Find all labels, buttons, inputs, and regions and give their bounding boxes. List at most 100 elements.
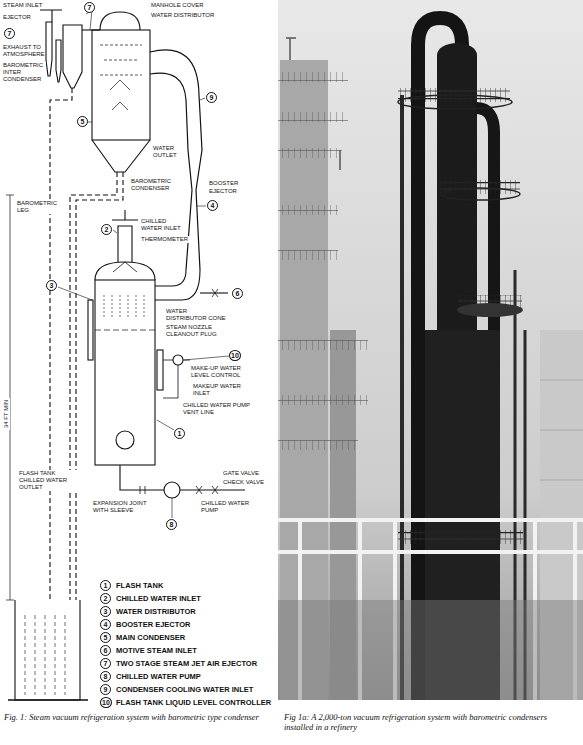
ejector-body — [56, 40, 61, 82]
valve-symbol — [196, 486, 218, 494]
outlet-pipe — [120, 465, 164, 490]
callout-number: 2 — [100, 593, 111, 604]
discharge-pipe — [180, 489, 245, 490]
booster-elbow — [155, 270, 200, 300]
callout-number: 4 — [100, 619, 111, 630]
drawing-stroke — [398, 95, 512, 109]
steam-pipe — [40, 10, 62, 22]
inter-condenser — [63, 25, 82, 88]
leader-line — [58, 287, 92, 300]
drawing-stroke — [278, 112, 348, 122]
inlet-pipe — [112, 210, 138, 220]
part-label: BOOSTER — [208, 180, 239, 187]
callout-number: 3 — [100, 606, 111, 617]
drawing-stroke — [440, 180, 520, 194]
legend-text: FLASH TANK — [116, 580, 163, 591]
drawing-stroke — [278, 340, 368, 350]
inlet-neck — [118, 226, 132, 262]
ejector-body — [46, 22, 52, 76]
callout-number: 4 — [207, 200, 218, 211]
legend-text: CHILLED WATER INLET — [116, 593, 201, 604]
schematic-drawing — [6, 10, 245, 700]
tower-railings — [278, 72, 368, 450]
legend-text: MOTIVE STEAM INLET — [116, 645, 197, 656]
legend-text: CHILLED WATER PUMP — [116, 671, 201, 682]
legend-text: FLASH TANK LIQUID LEVEL CONTROLLER — [116, 697, 271, 708]
leader-line — [184, 356, 229, 360]
part-label: WATER DISTRIBUTOR — [150, 12, 215, 19]
callout-number: 6 — [232, 288, 243, 299]
leader-line — [200, 98, 205, 100]
makeup-line — [183, 360, 190, 361]
expansion-joint — [140, 486, 145, 494]
barometric-leg — [76, 172, 123, 600]
part-label: EXHAUST TO ATMOSPHERE — [2, 44, 44, 58]
distributor-trays — [100, 45, 142, 75]
legend-text: WATER DISTRIBUTOR — [116, 606, 196, 617]
flash-tank-dome — [95, 262, 155, 280]
barometric-leg — [70, 172, 117, 600]
dimension-label: 34 FT MIN — [3, 398, 10, 430]
condenser-cone — [92, 140, 150, 172]
callout-number: 7 — [100, 658, 111, 669]
callout-number: 2 — [101, 224, 112, 235]
leader-line — [172, 498, 173, 518]
legend-text: BOOSTER EJECTOR — [116, 619, 190, 630]
drawing-stroke — [278, 440, 358, 450]
valve-symbol — [212, 289, 218, 297]
hot-well-legs — [25, 615, 65, 695]
callout-number: 10 — [229, 350, 241, 361]
sight-glass — [88, 300, 93, 360]
platforms — [398, 88, 523, 544]
foreground-rail — [278, 520, 583, 700]
part-label: MANHOLE COVER — [150, 2, 205, 9]
control-line — [163, 360, 178, 398]
part-label: FLASH TANK CHILLED WATER OUTLET — [18, 470, 82, 491]
water-distributor — [110, 80, 130, 110]
ground — [278, 600, 583, 700]
main-condenser — [92, 30, 150, 140]
part-label: THERMOMETER — [140, 236, 189, 243]
part-label: CHILLED WATER PUMP — [200, 500, 252, 514]
part-label: GATE VALVE — [222, 470, 260, 477]
drawing-stroke — [278, 148, 342, 158]
drawing-stroke — [278, 205, 338, 215]
level-gauge — [157, 350, 163, 390]
leader-line — [88, 122, 92, 123]
callout-number: 9 — [206, 92, 217, 103]
part-label: MAKEUP WATER INLET — [192, 383, 250, 397]
vessel-dome — [437, 43, 477, 67]
steam-pipe — [200, 292, 228, 293]
drawing-stroke — [398, 530, 523, 544]
distributor-cone — [113, 262, 137, 272]
callout-number: 1 — [174, 428, 185, 439]
leader-line — [157, 420, 174, 430]
part-label: STEAM NOZZLE CLEANOUT PLUG — [165, 324, 237, 338]
part-label: EJECTOR — [2, 14, 32, 21]
part-label: BAROMETRIC LEG — [16, 200, 62, 214]
drawing-stroke — [457, 303, 523, 317]
part-label: CHILLED WATER PUMP VENT LINE — [182, 402, 254, 416]
drawing-stroke — [278, 395, 368, 405]
hot-well — [15, 600, 80, 700]
part-label: BAROMETRIC INTER CONDENSER — [2, 62, 46, 83]
callout-number: 1 — [100, 580, 111, 591]
legend-text: CONDENSER COOLING WATER INLET — [116, 684, 253, 695]
legend-text: TWO STAGE STEAM JET AIR EJECTOR — [116, 658, 257, 669]
callout-number: 7 — [4, 28, 15, 39]
callout-number: 7 — [84, 2, 95, 13]
callout-number: 6 — [100, 645, 111, 656]
part-label: MAKE-UP WATER LEVEL CONTROL — [190, 365, 250, 379]
part-label: CHILLED WATER INLET — [140, 218, 184, 232]
figure-caption: Fig 1a: A 2,000-ton vacuum refrigeration… — [284, 712, 578, 732]
manhole — [116, 431, 134, 449]
barometric-leg — [50, 88, 72, 600]
leader-line — [86, 10, 92, 30]
part-label: EXPANSION JOINT WITH SLEEVE — [92, 500, 154, 514]
drawing-stroke — [278, 72, 348, 82]
water-level — [95, 330, 155, 331]
leader-line — [197, 206, 206, 207]
part-label: CHECK VALVE — [222, 479, 265, 486]
leader-line — [113, 230, 117, 233]
